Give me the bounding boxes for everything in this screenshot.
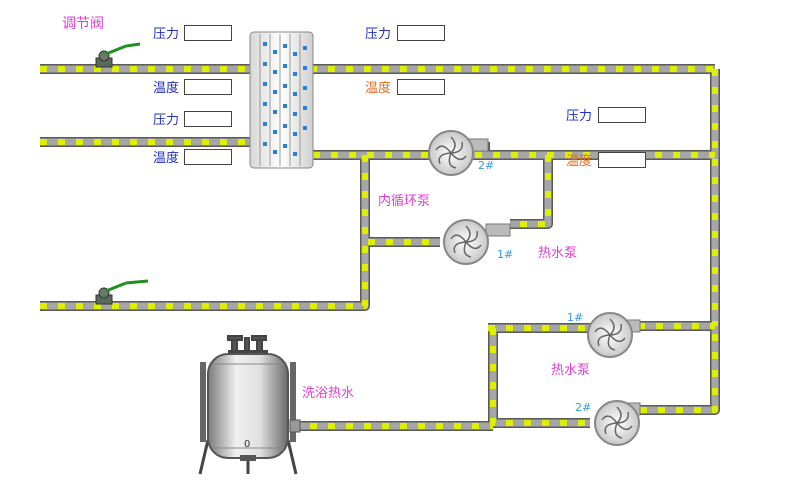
pressure-label-4: 压力 (566, 109, 593, 124)
bath-hot-water-label: 洗浴热水 (302, 386, 355, 401)
temperature-label-1: 温度 (153, 81, 180, 96)
hot-water-pump-label-lower: 热水泵 (551, 363, 591, 378)
pump-2-number-lower: 2# (575, 401, 592, 414)
pressure-field-4 (598, 107, 646, 123)
regulating-valve-bottom[interactable] (95, 279, 149, 305)
pump-1-number-lower: 1# (567, 311, 584, 324)
temperature-field-4 (598, 152, 646, 168)
pump-hot-water-1[interactable] (587, 312, 641, 358)
pressure-label-3: 压力 (365, 27, 392, 42)
hot-water-pump-label-upper: 热水泵 (538, 246, 578, 261)
pressure-field-2 (184, 111, 232, 127)
pressure-label-2: 压力 (153, 113, 180, 128)
pressure-field-3 (397, 25, 445, 41)
temperature-label-3: 温度 (365, 81, 392, 96)
pump-inner-1[interactable] (443, 219, 511, 265)
pressure-label-1: 压力 (153, 27, 180, 42)
hot-water-tank (198, 335, 301, 475)
regulating-valve-title: 调节阀 (62, 16, 104, 32)
tank-gauge-value: 0 (244, 439, 251, 450)
pressure-field-1 (184, 25, 232, 41)
temperature-field-3 (397, 79, 445, 95)
regulating-valve-top[interactable] (95, 42, 141, 68)
temperature-label-2: 温度 (153, 151, 180, 166)
pump-1-number-upper: 1# (497, 248, 514, 261)
temperature-field-2 (184, 149, 232, 165)
pump-inner-2[interactable] (428, 130, 489, 176)
radiator (249, 31, 314, 169)
inner-circulation-pump-label: 内循环泵 (378, 194, 431, 209)
pump-hot-water-2[interactable] (594, 400, 641, 446)
temperature-label-4: 温度 (566, 154, 593, 169)
pump-2-number-upper: 2# (478, 159, 495, 172)
flow-dots (40, 66, 718, 429)
temperature-field-1 (184, 79, 232, 95)
